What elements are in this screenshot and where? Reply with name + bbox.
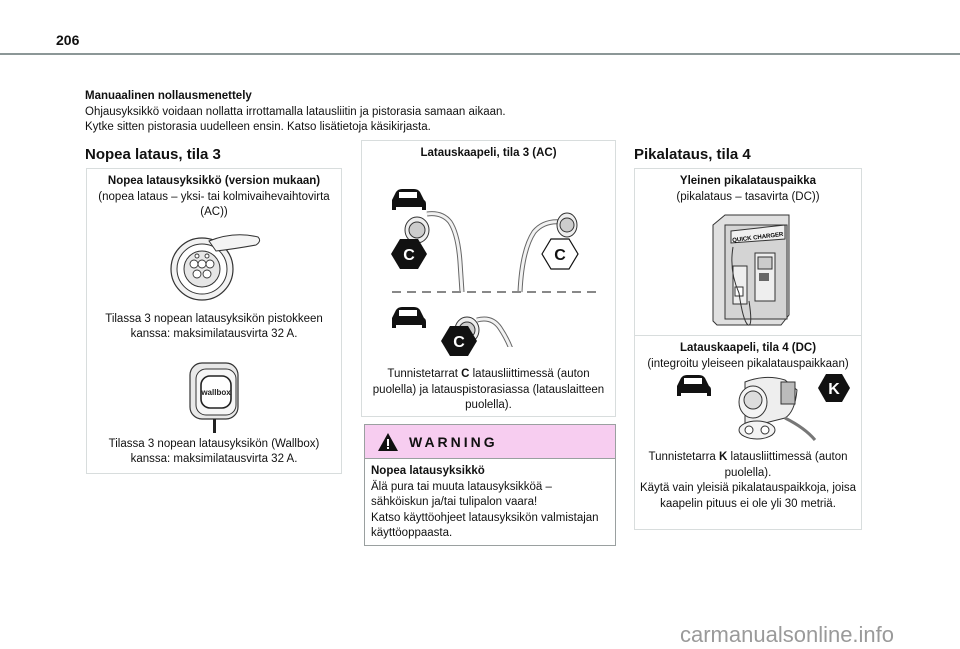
- tag-c-outline-icon: C: [541, 237, 579, 270]
- svg-text:C: C: [453, 334, 465, 351]
- car-icon: [392, 188, 426, 210]
- box-title: Yleinen pikalatauspaikka: [679, 175, 817, 187]
- svg-text:K: K: [828, 381, 840, 398]
- quick-charging-box: Yleinen pikalatauspaikka (pikalataus – t…: [634, 168, 862, 530]
- tag-c-filled-icon: C: [391, 238, 427, 269]
- tag-c-filled-icon: C: [440, 325, 478, 357]
- car-icon: [677, 375, 711, 396]
- watermark: carmanualsonline.info: [680, 622, 895, 647]
- section-heading-mode4: Pikalataus, tila 4: [634, 146, 751, 163]
- warning-triangle-icon: [378, 432, 398, 451]
- warning-header: WARNING: [365, 425, 615, 459]
- dc-cable-illustration: K: [635, 372, 861, 442]
- box-title: Latauskaapeli, tila 3 (AC): [420, 147, 557, 159]
- cable-plug-icon: [404, 210, 465, 292]
- quick-charger-illustration: QUICK CHARGER: [635, 211, 861, 331]
- warning-box: WARNING Nopea latausyksikkö Älä pura tai…: [364, 424, 616, 546]
- cable-plug-icon: [517, 212, 578, 292]
- cable-caption: Tunnistetarrat C latausliittimessä (auto…: [372, 368, 605, 411]
- svg-text:C: C: [403, 247, 415, 264]
- svg-text:C: C: [554, 247, 566, 264]
- box-title: Latauskaapeli, tila 4 (DC): [679, 342, 817, 354]
- page-number: 206: [56, 32, 80, 48]
- wallbox-logo-text: wallbox: [200, 388, 231, 397]
- box-subtitle: (pikalataus – tasavirta (DC)): [676, 190, 820, 203]
- wallbox-illustration: wallbox: [87, 361, 341, 433]
- dc-caption-2: Käytä vain yleisiä pikalatauspaikkoja, j…: [639, 482, 857, 510]
- socket-caption: Tilassa 3 nopean latausyksikön pistokkee…: [105, 312, 323, 341]
- intro-line: Kytke sitten pistorasia uudelleen ensin.…: [85, 121, 431, 133]
- box-subtitle: (integroitu yleiseen pikalatauspaikkaan): [647, 357, 849, 370]
- box-subtitle: (nopea lataus – yksi- tai kolmivaihevaih…: [98, 190, 330, 219]
- warning-label: WARNING: [409, 433, 498, 450]
- wallbox-caption: Tilassa 3 nopean latausyksikön (Wallbox)…: [108, 437, 320, 466]
- intro-section: Manuaalinen nollausmenettely Ohjausyksik…: [85, 89, 506, 136]
- header-rule: [0, 53, 960, 55]
- cable-illustration: C C: [391, 188, 600, 347]
- fast-charging-unit-box: Nopea latausyksikkö (version mukaan) (no…: [86, 168, 342, 474]
- socket-illustration: [87, 229, 341, 304]
- cable-mode3-box: Latauskaapeli, tila 3 (AC) C C: [361, 140, 616, 417]
- warning-title: Nopea latausyksikkö: [371, 465, 485, 477]
- box-title: Nopea latausyksikkö (version mukaan): [107, 175, 321, 187]
- dc-plug-icon: [738, 376, 817, 441]
- warning-line: Katso käyttöohjeet latausyksikön valmist…: [371, 511, 599, 540]
- intro-line: Ohjausyksikkö voidaan nollatta irrottama…: [85, 105, 506, 118]
- tag-k-icon: K: [818, 374, 850, 402]
- dc-caption: Tunnistetarra K latausliittimessä (auton…: [648, 451, 848, 479]
- intro-title: Manuaalinen nollausmenettely: [85, 90, 252, 102]
- car-icon: [392, 306, 426, 328]
- section-heading-mode3: Nopea lataus, tila 3: [85, 146, 221, 163]
- warning-line: Älä pura tai muuta latausyksikköä – sähk…: [371, 480, 552, 509]
